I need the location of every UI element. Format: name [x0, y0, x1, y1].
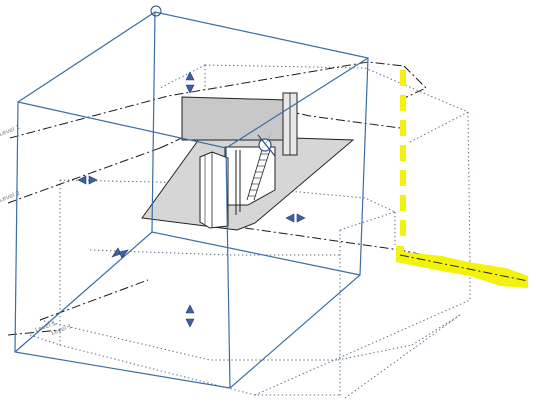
grip-top[interactable] [185, 71, 195, 94]
section-box[interactable] [14, 5, 369, 389]
level-labels: Level 1 Level 2 Level 1 Level 1 [0, 124, 73, 337]
grip-left[interactable] [77, 175, 98, 185]
building-model[interactable] [141, 92, 355, 231]
section-box-corner-handle[interactable] [150, 5, 162, 17]
stair[interactable] [246, 149, 271, 201]
yellow-highlight-markup [396, 70, 529, 288]
grip-front[interactable] [111, 247, 129, 259]
grip-right[interactable] [285, 213, 306, 223]
column[interactable] [199, 151, 229, 229]
grip-bottom[interactable] [185, 304, 195, 328]
rotate-control-icon[interactable] [257, 132, 276, 157]
